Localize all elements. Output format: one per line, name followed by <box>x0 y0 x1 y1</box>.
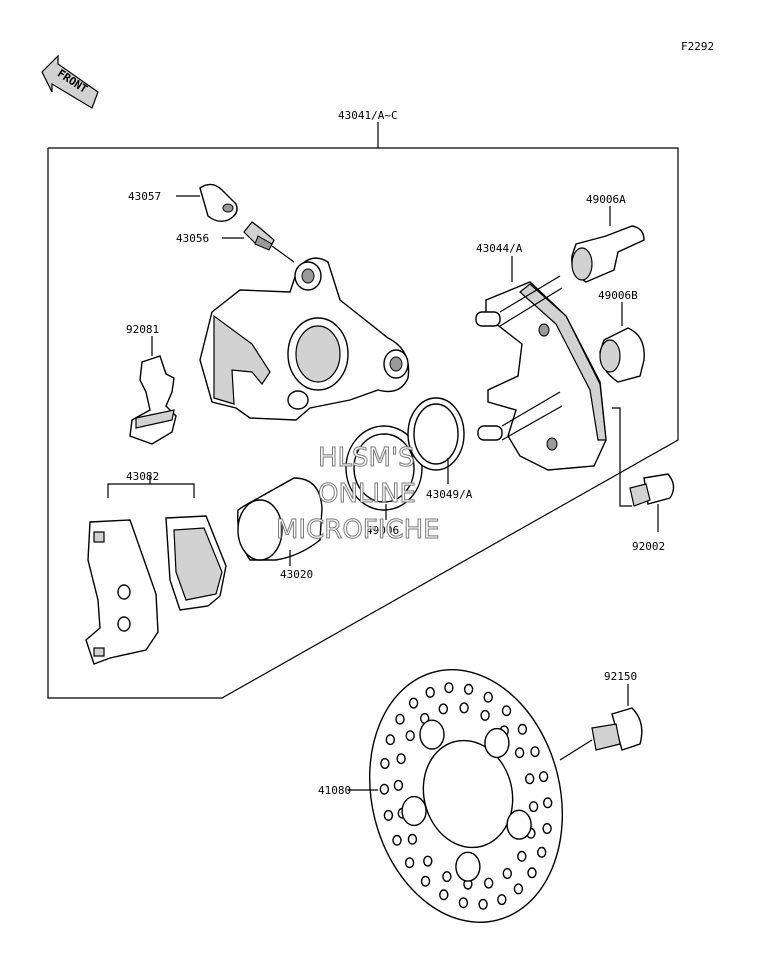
front-arrow-icon: FRONT <box>41 54 99 109</box>
disc-hole <box>517 723 528 735</box>
disc-hole <box>484 727 510 759</box>
label-41080: 41080 <box>318 784 351 797</box>
bleed-valve-43056 <box>222 221 295 263</box>
disc-hole <box>442 871 452 883</box>
disc-hole <box>528 801 539 813</box>
boot-49006B <box>599 302 645 383</box>
disc-hole <box>484 877 494 889</box>
disc-hole <box>530 746 540 758</box>
figure-code: F2292 <box>681 40 714 53</box>
disc-hole <box>444 682 454 694</box>
disc-hole <box>478 898 488 910</box>
disc-hole <box>514 747 525 759</box>
disc-hole <box>425 686 435 698</box>
disc-hole <box>404 857 415 869</box>
disc-hole <box>455 851 481 882</box>
disc-hole <box>542 823 552 835</box>
label-43020: 43020 <box>280 568 313 581</box>
label-43044: 43044/A <box>476 242 523 255</box>
disc-hole <box>396 753 406 765</box>
boot-43057 <box>176 183 238 223</box>
watermark-line-3: MICROFICHE <box>276 515 440 545</box>
label-49006A: 49006A <box>586 193 626 206</box>
disc-holes <box>379 682 553 910</box>
disc-hole <box>379 783 389 795</box>
disc-hole <box>527 867 537 879</box>
disc-hole <box>458 897 469 909</box>
disc-hole <box>419 719 445 750</box>
label-43056: 43056 <box>176 232 209 245</box>
boot-49006A <box>571 206 645 283</box>
piston-seals <box>345 397 465 520</box>
label-92150: 92150 <box>604 670 637 683</box>
disc-hole <box>502 868 512 880</box>
disc-hole <box>480 709 490 721</box>
disc-hole <box>513 883 524 895</box>
disc-hole <box>380 758 390 770</box>
label-49006: 49006 <box>366 524 399 537</box>
disc-hole <box>395 713 405 725</box>
disc-hole <box>385 734 395 746</box>
label-92002: 92002 <box>632 540 665 553</box>
disc-hole <box>538 771 549 783</box>
label-49006B: 49006B <box>598 289 638 302</box>
piston-43020 <box>237 477 323 566</box>
disc-hole <box>525 773 535 785</box>
disc-hole <box>537 846 547 858</box>
label-43082: 43082 <box>126 470 159 483</box>
pad-spring-92081 <box>129 336 177 445</box>
bolt-92150 <box>559 684 643 761</box>
disc-hole <box>407 833 418 845</box>
assembly-frame <box>47 122 679 699</box>
disc-hole <box>393 779 404 791</box>
label-caliper-assy: 43041/A~C <box>338 109 398 122</box>
disc-hole <box>383 809 394 821</box>
disc-hole <box>483 691 493 703</box>
label-43057: 43057 <box>128 190 161 203</box>
disc-hole <box>497 894 507 906</box>
disc-hole <box>501 705 512 717</box>
disc-hole <box>459 702 469 714</box>
disc-hole <box>423 855 433 867</box>
watermark-line-2: ONLINE <box>318 479 416 509</box>
bracket-43044 <box>475 256 607 471</box>
disc-hole <box>438 703 448 715</box>
disc-hole <box>405 730 415 742</box>
disc-hole <box>543 797 553 809</box>
caliper-body <box>199 257 410 421</box>
brake-pads-43082 <box>85 476 227 665</box>
disc-hole <box>392 834 402 846</box>
watermark: HLSM'S ONLINE MICROFICHE <box>276 443 441 546</box>
disc-hole <box>506 809 532 840</box>
disc-hole <box>517 850 527 862</box>
brake-disc-41080 <box>348 669 564 923</box>
disc-hole <box>408 697 419 709</box>
label-43049: 43049/A <box>426 488 473 501</box>
disc-hole <box>439 889 449 901</box>
disc-hole <box>401 795 427 827</box>
disc-hole <box>463 683 474 695</box>
disc-hole <box>420 875 431 887</box>
watermark-line-1: HLSM'S <box>318 443 415 473</box>
bolt-92002 <box>612 407 675 532</box>
label-92081: 92081 <box>126 323 159 336</box>
